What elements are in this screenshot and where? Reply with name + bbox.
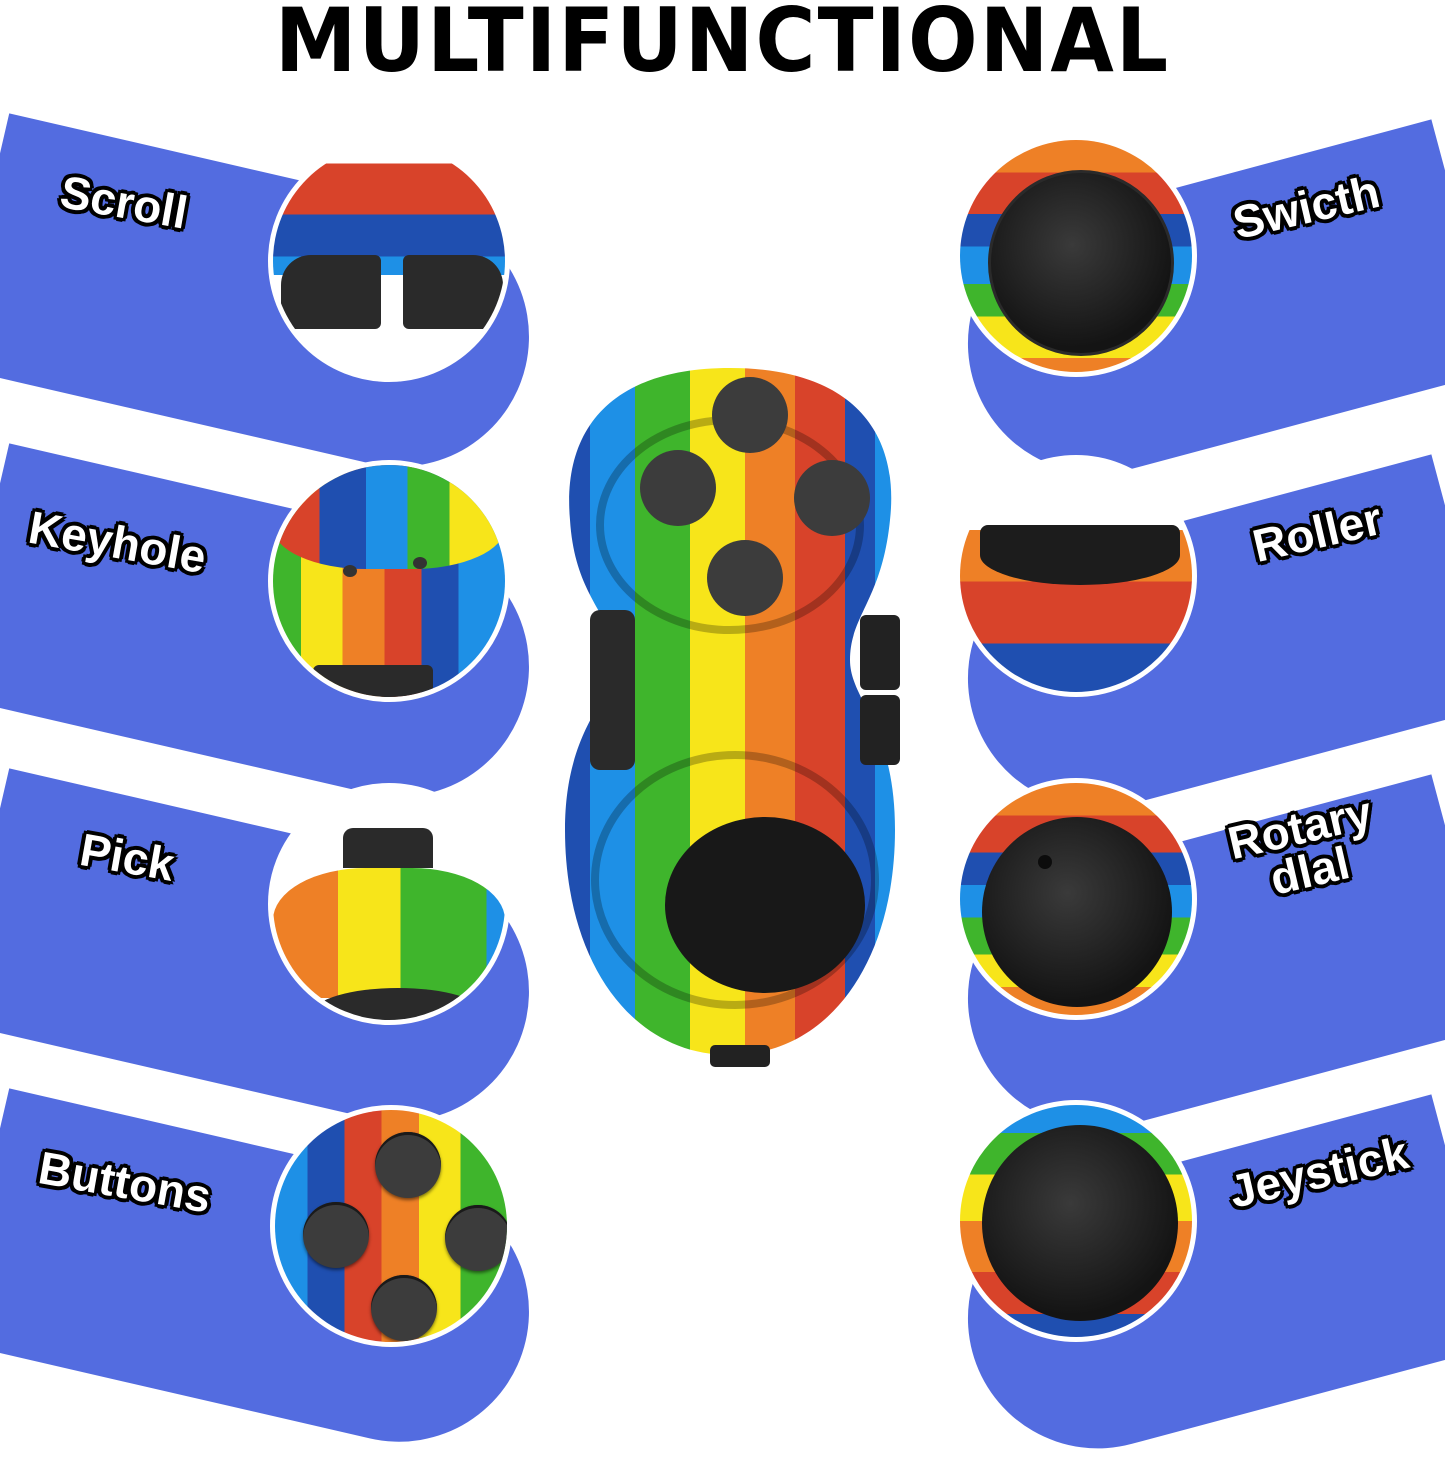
keyhole-icon <box>268 460 510 702</box>
joystick-icon <box>955 1100 1197 1342</box>
button-bottom <box>371 1275 437 1341</box>
switch-icon <box>955 135 1197 377</box>
roller-icon <box>955 455 1197 697</box>
button-left <box>303 1202 369 1268</box>
pick-icon <box>268 783 510 1025</box>
controller-icon <box>565 368 900 1067</box>
rotary-dial-icon <box>955 778 1197 1020</box>
button-top <box>375 1132 441 1198</box>
button-right <box>445 1205 507 1271</box>
buttons-icon <box>270 1105 512 1347</box>
scroll-icon <box>268 140 510 382</box>
fidget-controller-image <box>560 360 900 1070</box>
page-title: MULTIFUNCTIONAL <box>274 0 1171 93</box>
